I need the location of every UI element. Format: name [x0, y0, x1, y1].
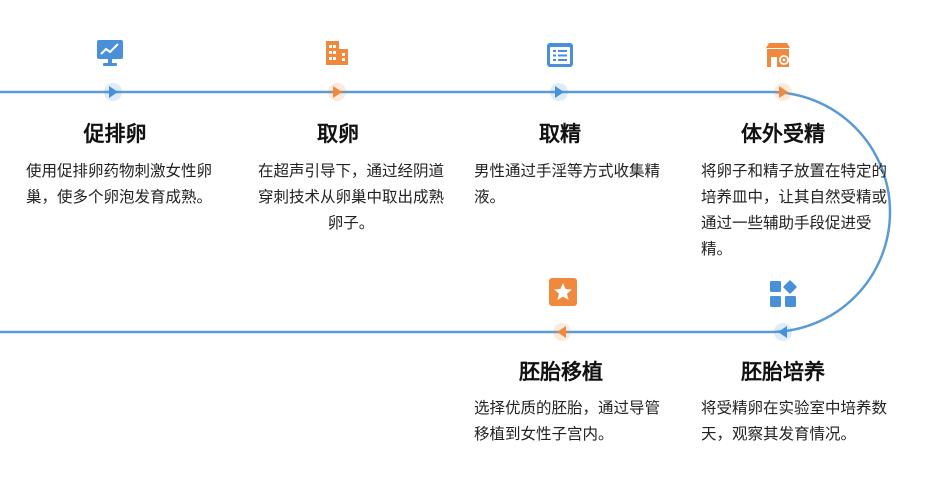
step-description: 将受精卵在实验室中培养数天，观察其发育情况。	[701, 399, 888, 443]
step-description: 将卵子和精子放置在特定的培养皿中，让其自然受精或通过一些辅助手段促进受精。	[701, 162, 888, 258]
list-card-icon	[547, 43, 573, 67]
step-marker	[553, 323, 571, 341]
step-marker	[104, 83, 122, 101]
step-marker	[774, 83, 792, 101]
building-icon	[326, 41, 348, 65]
shop-gear-icon	[766, 43, 790, 67]
step-title: 胚胎移植	[519, 360, 603, 384]
step-marker	[550, 83, 568, 101]
step-title: 体外受精	[741, 122, 825, 146]
apps-grid-icon	[770, 280, 797, 307]
star-badge-icon	[549, 278, 577, 306]
step-title: 取卵	[317, 122, 359, 146]
step-title: 促排卵	[83, 122, 147, 146]
step-description: 男性通过手淫等方式收集精液。	[474, 162, 661, 206]
step-description: 在超声引导下，通过经阴道穿刺技术从卵巢中取出成熟卵子。	[257, 162, 444, 232]
step-title: 胚胎培养	[741, 360, 825, 384]
step-marker	[774, 323, 792, 341]
step-description: 选择优质的胚胎，通过导管移植到女性子宫内。	[474, 399, 661, 443]
step-marker	[328, 83, 346, 101]
step-title: 取精	[539, 122, 581, 146]
monitor-chart-icon	[97, 40, 123, 66]
track-line	[0, 90, 892, 334]
step-description: 使用促排卵药物刺激女性卵巢，使多个卵泡发育成熟。	[26, 162, 213, 206]
